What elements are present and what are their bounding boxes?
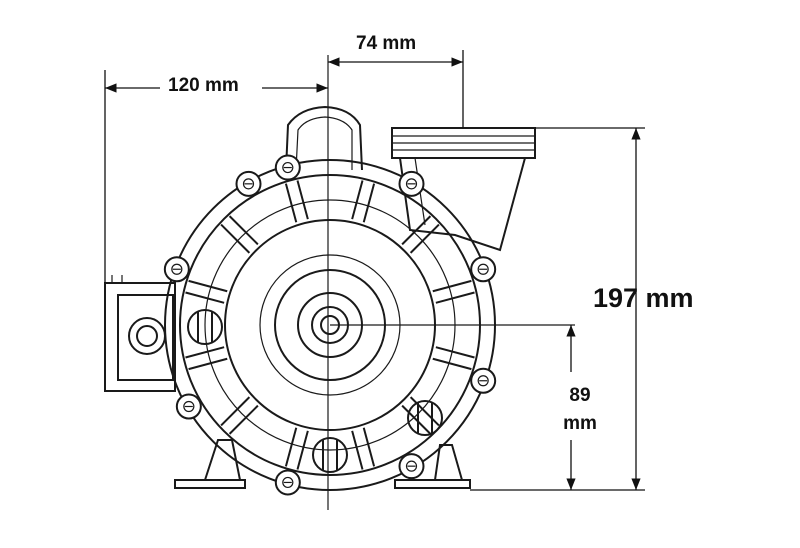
bolt-lug — [274, 469, 301, 496]
housing-rib — [284, 427, 309, 470]
junction-box — [104, 275, 176, 392]
housing-rib — [284, 180, 309, 223]
bolt-lug — [470, 256, 497, 283]
housing-rib — [432, 279, 475, 304]
housing-rib — [401, 215, 440, 254]
dimension-74mm — [328, 50, 464, 128]
housing-rib — [185, 279, 228, 304]
dimension-label-89mm-unit: mm — [563, 413, 597, 434]
dimension-label-89mm-value: 89 — [569, 385, 591, 406]
bolt-lug — [235, 170, 262, 197]
clamp-knobs — [187, 309, 443, 473]
housing-rib — [185, 346, 228, 371]
bolt-lug — [398, 170, 425, 197]
bolt-lug — [175, 393, 202, 420]
dimension-label-89mm: 89 mm — [550, 382, 610, 438]
bolt-lugs — [163, 154, 497, 496]
dimension-197mm — [470, 127, 645, 491]
bolt-lug — [470, 367, 497, 394]
dimension-120mm — [104, 70, 328, 283]
housing-rib — [220, 215, 259, 254]
suction-port — [285, 105, 363, 171]
housing-rib — [351, 180, 376, 223]
housing-rib — [432, 346, 475, 371]
housing-rib — [220, 396, 259, 435]
bolt-lug — [163, 256, 190, 283]
discharge-port — [391, 127, 536, 252]
dimension-label-74mm: 74 mm — [356, 33, 417, 54]
housing-ribs — [185, 180, 475, 470]
center-lines — [327, 55, 575, 510]
dimension-label-120mm: 120 mm — [168, 75, 239, 96]
bolt-lug — [274, 154, 301, 181]
housing-rib — [351, 427, 376, 470]
housing-rib — [401, 396, 440, 435]
dimension-label-197mm: 197 mm — [593, 283, 694, 313]
bolt-lug — [398, 453, 425, 480]
